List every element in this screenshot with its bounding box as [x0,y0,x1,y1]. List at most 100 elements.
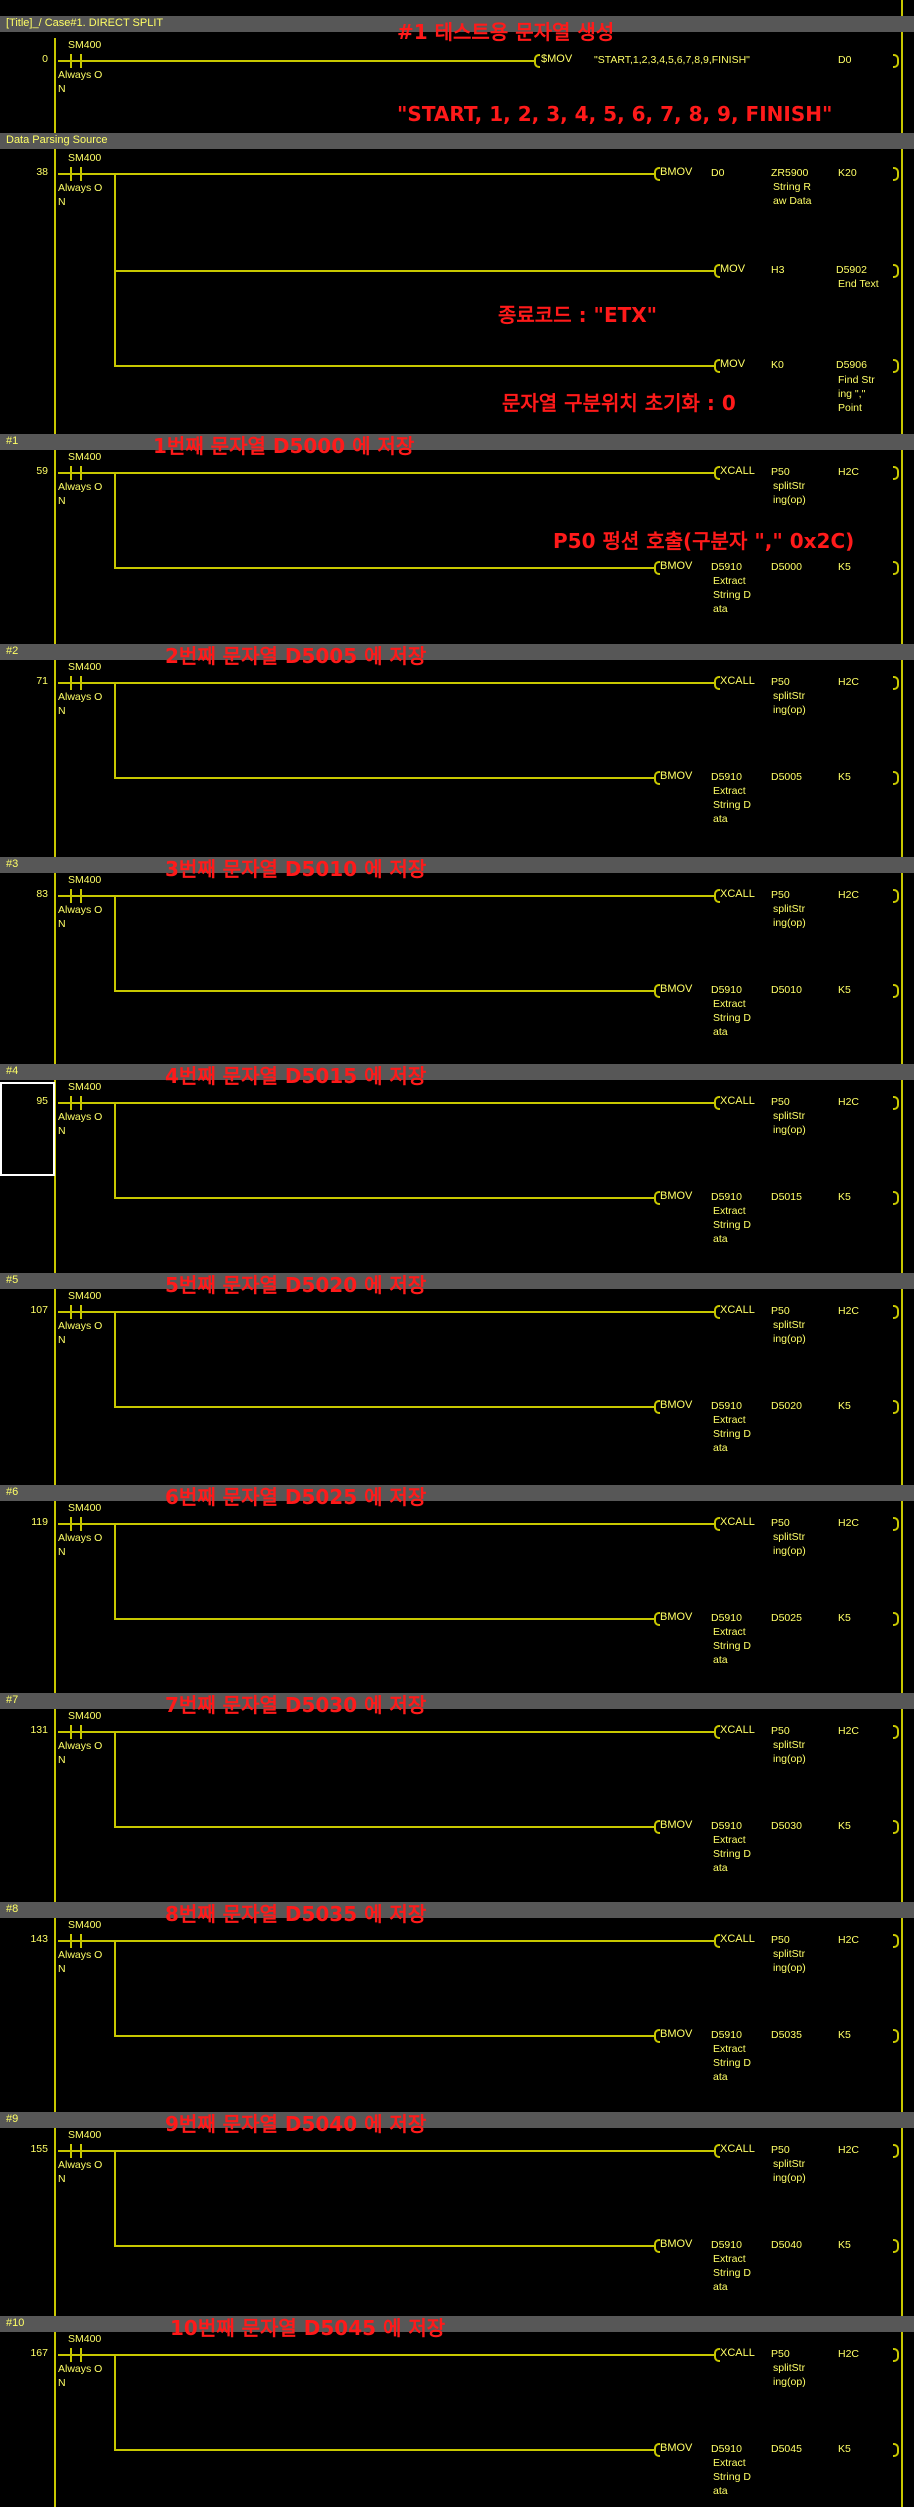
bmov-op2: D5005 [771,771,802,783]
xcall-op1-comment: splitStr [773,2158,806,2170]
contact-comment: Always O [58,1532,103,1544]
bmov-op2-comment: aw Data [773,195,812,207]
branch-wire [114,682,116,778]
contact-comment: N [58,705,66,717]
xcall-instruction[interactable]: XCALL [720,1304,755,1316]
rung-label: #9 [6,2113,19,2125]
bmov-op2: D5035 [771,2029,802,2041]
xcall-instruction[interactable]: XCALL [720,1724,755,1736]
contact-sm400[interactable] [58,1934,94,1948]
smov-instruction[interactable]: $MOV [541,53,573,65]
rung-wire [94,1523,714,1525]
smov-operand-dest: D0 [838,54,852,66]
contact-sm400[interactable] [58,889,94,903]
editor-cursor[interactable] [0,1082,55,1176]
branch-wire [114,1731,116,1827]
contact-sm400[interactable] [58,2348,94,2362]
xcall-instruction[interactable]: XCALL [720,675,755,687]
xcall-instruction[interactable]: XCALL [720,2347,755,2359]
contact-sm400[interactable] [58,1096,94,1110]
bmov-instruction[interactable]: BMOV [660,1399,693,1411]
xcall-instruction[interactable]: XCALL [720,1095,755,1107]
contact-sm400[interactable] [58,1517,94,1531]
xcall-instruction[interactable]: XCALL [720,888,755,900]
bmov-instruction[interactable]: BMOV [660,2028,693,2040]
bmov-op1-comment: ata [713,1026,728,1038]
bmov-op1-comment: String D [713,2057,751,2069]
branch-wire [114,1523,116,1619]
xcall-op1-comment: splitStr [773,1531,806,1543]
bmov-op1: D5910 [711,1191,742,1203]
rung-wire [114,777,654,779]
instruction-bracket [654,167,660,181]
bmov-op1-comment: Extract [713,575,746,587]
xcall-op1-comment: splitStr [773,690,806,702]
bmov-instruction[interactable]: BMOV [660,166,693,178]
contact-device: SM400 [68,39,102,51]
bmov-instruction[interactable]: BMOV [660,2238,693,2250]
xcall-instruction[interactable]: XCALL [720,1516,755,1528]
rung-wire [94,472,714,474]
contact-sm400[interactable] [58,1305,94,1319]
bmov-instruction[interactable]: BMOV [660,560,693,572]
bmov-instruction[interactable]: BMOV [660,983,693,995]
xcall-op1-comment: splitStr [773,2362,806,2374]
xcall-op1-comment: splitStr [773,480,806,492]
contact-sm400[interactable] [58,676,94,690]
rung-label: #2 [6,645,19,657]
step-number: 71 [36,675,48,687]
contact-comment: N [58,196,66,208]
mov-op2-comment: End Text [838,278,879,290]
contact-sm400[interactable] [58,1725,94,1739]
xcall-instruction[interactable]: XCALL [720,465,755,477]
section-header-text: Data Parsing Source [6,134,108,146]
step-number: 167 [30,2347,48,2359]
rung-label: #3 [6,858,19,870]
section-header: Data Parsing Source [0,133,914,149]
instruction-bracket [893,2029,899,2043]
xcall-instruction[interactable]: XCALL [720,1933,755,1945]
rung-wire [114,2035,654,2037]
contact-sm400[interactable] [58,2144,94,2158]
contact-sm400[interactable] [58,466,94,480]
bmov-instruction[interactable]: BMOV [660,1819,693,1831]
bmov-instruction[interactable]: BMOV [660,770,693,782]
instruction-bracket [714,2348,720,2362]
instruction-bracket [714,1096,720,1110]
rung-wire [114,1618,654,1620]
bmov-op1: D5910 [711,2029,742,2041]
rung-annotation: 9번째 문자열 D5040 에 저장 [165,2112,427,2136]
bmov-op2: D5030 [771,1820,802,1832]
xcall-op1-comment: ing(op) [773,1962,806,1974]
mov-op2: D5902 [836,264,867,276]
mov-instruction[interactable]: MOV [720,263,746,275]
rung-wire [114,990,654,992]
mov-op2-comment: Point [838,402,862,414]
rung-annotation: 3번째 문자열 D5010 에 저장 [165,857,427,881]
mov-instruction[interactable]: MOV [720,358,746,370]
xcall-op2: H2C [838,1517,860,1529]
rung-label: #10 [6,2317,25,2329]
bmov-op2: D5000 [771,561,802,573]
instruction-bracket [893,1191,899,1205]
bmov-instruction[interactable]: BMOV [660,1190,693,1202]
rung-header: #3 [0,857,914,873]
contact-comment: Always O [58,481,103,493]
bmov-instruction[interactable]: BMOV [660,1611,693,1623]
rung0-string-annotation: "START, 1, 2, 3, 4, 5, 6, 7, 8, 9, FINIS… [397,102,833,126]
rung-annotation: 5번째 문자열 D5020 에 저장 [165,1273,427,1297]
branch-wire [114,173,116,366]
rung-label: #5 [6,1274,19,1286]
rung-wire [94,682,714,684]
bmov-instruction[interactable]: BMOV [660,2442,693,2454]
xcall-instruction[interactable]: XCALL [720,2143,755,2155]
instruction-bracket [714,466,720,480]
instruction-bracket [714,2144,720,2158]
mov-op1: H3 [771,264,785,276]
bmov-op2: ZR5900 [771,167,809,179]
rung-header: #5 [0,1273,914,1289]
rung-annotation: 4번째 문자열 D5015 에 저장 [165,1064,427,1088]
contact-sm400[interactable] [58,167,94,181]
contact-sm400[interactable] [58,54,94,68]
rung-header: #4 [0,1064,914,1080]
